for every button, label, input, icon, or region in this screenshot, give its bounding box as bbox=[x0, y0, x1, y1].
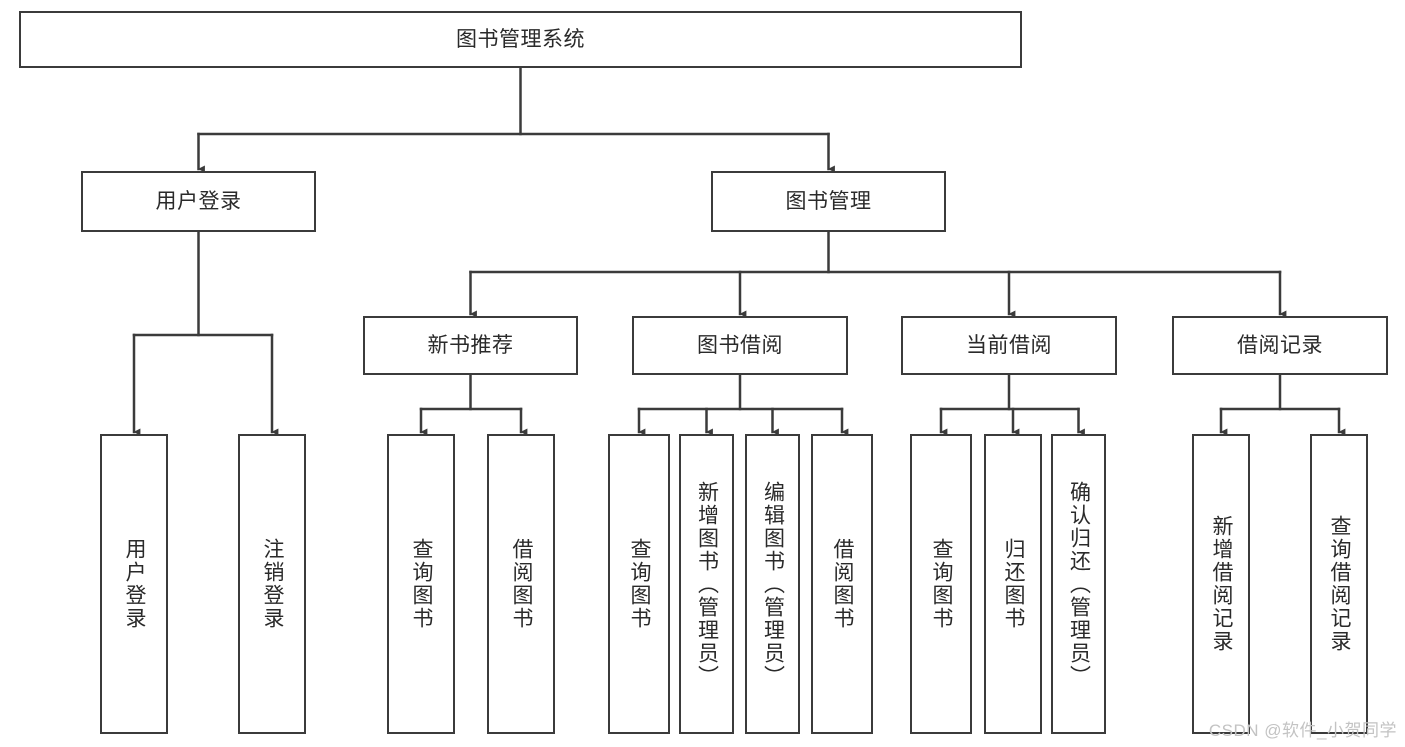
node-label: 借阅记录 bbox=[1237, 333, 1323, 357]
node-借阅记录[interactable]: 借阅记录 bbox=[1172, 316, 1388, 375]
node-label: 新增借阅记录 bbox=[1210, 515, 1233, 653]
node-用户登录[interactable]: 用户登录 bbox=[81, 171, 316, 232]
node-label: 新书推荐 bbox=[427, 333, 514, 357]
node-新增图书管理员[interactable]: 新增图书（管理员） bbox=[679, 434, 734, 734]
node-label: 图书管理 bbox=[785, 189, 872, 213]
node-编辑图书管理员[interactable]: 编辑图书（管理员） bbox=[745, 434, 800, 734]
node-label: 查询图书 bbox=[930, 538, 953, 630]
connector-group bbox=[132, 66, 1346, 436]
node-新增借阅记录[interactable]: 新增借阅记录 bbox=[1192, 434, 1250, 734]
node-label: 归还图书 bbox=[1002, 538, 1025, 630]
node-label: 借阅图书 bbox=[510, 538, 533, 630]
node-查询图书[interactable]: 查询图书 bbox=[608, 434, 670, 734]
node-确认归还管理员[interactable]: 确认归还（管理员） bbox=[1051, 434, 1106, 734]
node-注销登录[interactable]: 注销登录 bbox=[238, 434, 306, 734]
node-label: 借阅图书 bbox=[831, 538, 854, 630]
node-图书借阅[interactable]: 图书借阅 bbox=[632, 316, 848, 375]
node-label: 用户登录 bbox=[123, 538, 146, 630]
node-图书管理系统[interactable]: 图书管理系统 bbox=[19, 11, 1022, 68]
node-归还图书[interactable]: 归还图书 bbox=[984, 434, 1042, 734]
node-label: 当前借阅 bbox=[966, 333, 1052, 357]
node-查询图书[interactable]: 查询图书 bbox=[387, 434, 455, 734]
node-label: 查询图书 bbox=[628, 538, 651, 630]
node-label: 新增图书（管理员） bbox=[695, 480, 719, 688]
node-label: 确认归还（管理员） bbox=[1067, 480, 1091, 688]
node-用户登录[interactable]: 用户登录 bbox=[100, 434, 168, 734]
node-借阅图书[interactable]: 借阅图书 bbox=[487, 434, 555, 734]
node-新书推荐[interactable]: 新书推荐 bbox=[363, 316, 578, 375]
node-label: 图书借阅 bbox=[697, 333, 783, 357]
node-借阅图书[interactable]: 借阅图书 bbox=[811, 434, 873, 734]
node-label: 查询图书 bbox=[410, 538, 433, 630]
node-图书管理[interactable]: 图书管理 bbox=[711, 171, 946, 232]
node-查询借阅记录[interactable]: 查询借阅记录 bbox=[1310, 434, 1368, 734]
node-当前借阅[interactable]: 当前借阅 bbox=[901, 316, 1117, 375]
node-label: 注销登录 bbox=[261, 538, 284, 630]
node-label: 编辑图书（管理员） bbox=[761, 480, 785, 688]
node-查询图书[interactable]: 查询图书 bbox=[910, 434, 972, 734]
node-label: 用户登录 bbox=[155, 189, 242, 213]
node-label: 图书管理系统 bbox=[456, 27, 585, 51]
node-label: 查询借阅记录 bbox=[1328, 515, 1351, 653]
